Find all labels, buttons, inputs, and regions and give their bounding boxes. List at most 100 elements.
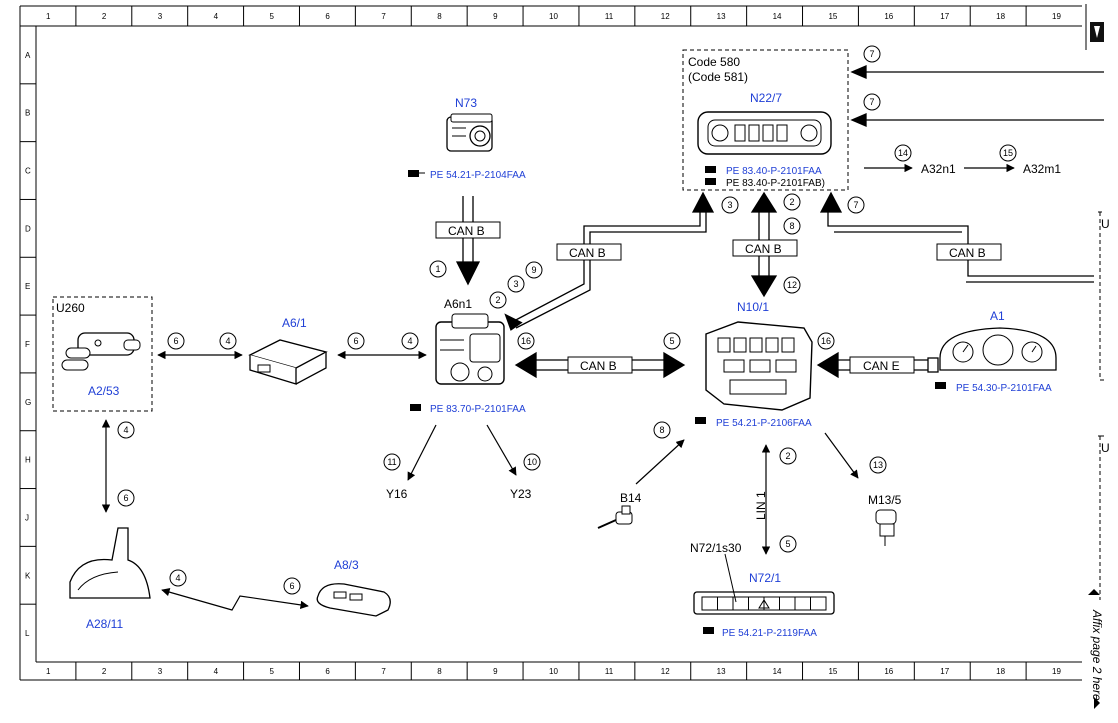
frame: 1122334455667788991010111112121313141415…	[19, 5, 1082, 681]
right-u-label-1: U	[1101, 217, 1110, 231]
callout-number: 13	[873, 460, 883, 470]
callout-m7b: 7	[863, 93, 881, 111]
can-b-label-4: CAN B	[949, 246, 986, 260]
ruler-col-bottom-11: 11	[605, 667, 614, 676]
n22-7-ref-b: PE 83.40-P-2101FAB)	[726, 178, 825, 189]
thin-arrows	[101, 163, 1015, 611]
a8-3-label: A8/3	[334, 558, 359, 572]
callout-number: 8	[659, 425, 664, 435]
callout-m15: 15	[999, 144, 1017, 162]
callout-m10: 10	[523, 453, 541, 471]
callout-number: 2	[495, 295, 500, 305]
a6n1-ref: PE 83.70-P-2101FAA	[430, 404, 526, 415]
ruler-row-L: L	[25, 629, 30, 638]
callout-number: 8	[789, 221, 794, 231]
affix-note: Affix page 2 here	[1088, 589, 1104, 709]
ruler-col-top-13: 13	[717, 12, 726, 21]
code-581-label: (Code 581)	[688, 70, 748, 84]
remote-key-icon	[316, 583, 391, 617]
ruler-col-bottom-17: 17	[940, 667, 949, 676]
ruler-col-top-11: 11	[605, 12, 614, 21]
ruler-row-F: F	[25, 340, 30, 349]
callout-number: 6	[353, 336, 358, 346]
ruler-col-top-8: 8	[437, 12, 442, 21]
can-b-label-2: CAN B	[569, 246, 606, 260]
bus-labels: CAN B CAN B CAN B CAN B CAN B CAN E LIN …	[435, 221, 1002, 520]
callout-number: 2	[785, 451, 790, 461]
instrument-cluster-icon	[939, 327, 1057, 371]
callout-number: 6	[173, 336, 178, 346]
ruler-col-top-7: 7	[381, 12, 386, 21]
a6n1-label: A6n1	[444, 297, 472, 311]
callout-number: 9	[531, 265, 536, 275]
callout-number: 4	[175, 573, 180, 583]
ruler-col-bottom-6: 6	[325, 667, 330, 676]
right-dashed-boxes: U U	[1098, 211, 1110, 600]
n72-1-label: N72/1	[749, 571, 781, 585]
a1-label: A1	[990, 309, 1005, 323]
can-b-label-5: CAN B	[580, 359, 617, 373]
callout-m12: 12	[783, 276, 801, 294]
pump-icon	[875, 509, 897, 546]
callout-m8b: 8	[783, 217, 801, 235]
callout-number: 7	[869, 49, 874, 59]
n10-1-component: N10/1 PE 54.21-P-2106FAA	[695, 300, 813, 429]
n10-1-label: N10/1	[737, 300, 769, 314]
callout-m1: 1	[429, 260, 447, 278]
n22-7-label: N22/7	[750, 91, 782, 105]
callout-m7a: 7	[863, 45, 881, 63]
ruler-col-bottom-18: 18	[996, 667, 1005, 676]
ruler-col-top-14: 14	[773, 12, 782, 21]
a2-53-label: A2/53	[88, 384, 120, 398]
n72-1-ref: PE 54.21-P-2119FAA	[722, 628, 817, 639]
b14-component: B14	[597, 491, 642, 529]
n22-7-ref-a: PE 83.40-P-2101FAA	[726, 166, 822, 177]
callout-m16b: 16	[817, 332, 835, 350]
callout-m5b: 5	[779, 535, 797, 553]
ruler-col-bottom-4: 4	[214, 667, 219, 676]
callout-number: 14	[898, 148, 908, 158]
callout-number: 2	[789, 197, 794, 207]
ruler-col-bottom-16: 16	[884, 667, 893, 676]
callout-number: 12	[787, 280, 797, 290]
callout-number: 3	[727, 200, 732, 210]
u260-box: U260	[52, 296, 153, 412]
callout-number: 16	[521, 336, 531, 346]
callout-m6a: 6	[167, 332, 185, 350]
climate-control-panel-icon	[697, 111, 832, 155]
u260-label: U260	[56, 301, 85, 315]
ruler-col-top-1: 1	[46, 12, 51, 21]
ruler-col-bottom-13: 13	[717, 667, 726, 676]
a28-11-label: A28/11	[86, 617, 123, 631]
callout-m8a: 8	[653, 421, 671, 439]
ruler-col-top-15: 15	[828, 12, 837, 21]
callout-m4a: 4	[219, 332, 237, 350]
callout-number: 6	[123, 493, 128, 503]
a2-53-component: A2/53	[61, 332, 141, 398]
a1-ref: PE 54.30-P-2101FAA	[956, 383, 1052, 394]
callout-number: 4	[123, 425, 128, 435]
can-b-label-3: CAN B	[745, 242, 782, 256]
callout-number: 10	[527, 457, 537, 467]
ruler-col-bottom-1: 1	[46, 667, 51, 676]
a1-ref-icon	[935, 382, 946, 389]
n10-1-ref-icon	[695, 417, 706, 424]
ruler-col-bottom-10: 10	[549, 667, 558, 676]
ruler-col-bottom-12: 12	[661, 667, 670, 676]
can-e-label: CAN E	[863, 359, 900, 373]
antenna-amplifier-icon	[61, 332, 141, 371]
right-u-label-2: U	[1101, 441, 1110, 455]
callout-m9: 9	[525, 261, 543, 279]
ruler-col-bottom-3: 3	[158, 667, 163, 676]
m13-5-label: M13/5	[868, 493, 902, 507]
n73-ref: PE 54.21-P-2104FAA	[430, 170, 526, 181]
ruler-col-top-18: 18	[996, 12, 1005, 21]
ruler-row-D: D	[25, 224, 31, 233]
a6-1-component: A6/1	[248, 316, 328, 385]
callout-m3b: 3	[721, 196, 739, 214]
code-580-label: Code 580	[688, 55, 740, 69]
n22-7-component: N22/7 PE 83.40-P-2101FAA PE 83.40-P-2101…	[697, 91, 832, 189]
page-corner-icon	[1085, 4, 1104, 50]
callout-m4d: 4	[169, 569, 187, 587]
